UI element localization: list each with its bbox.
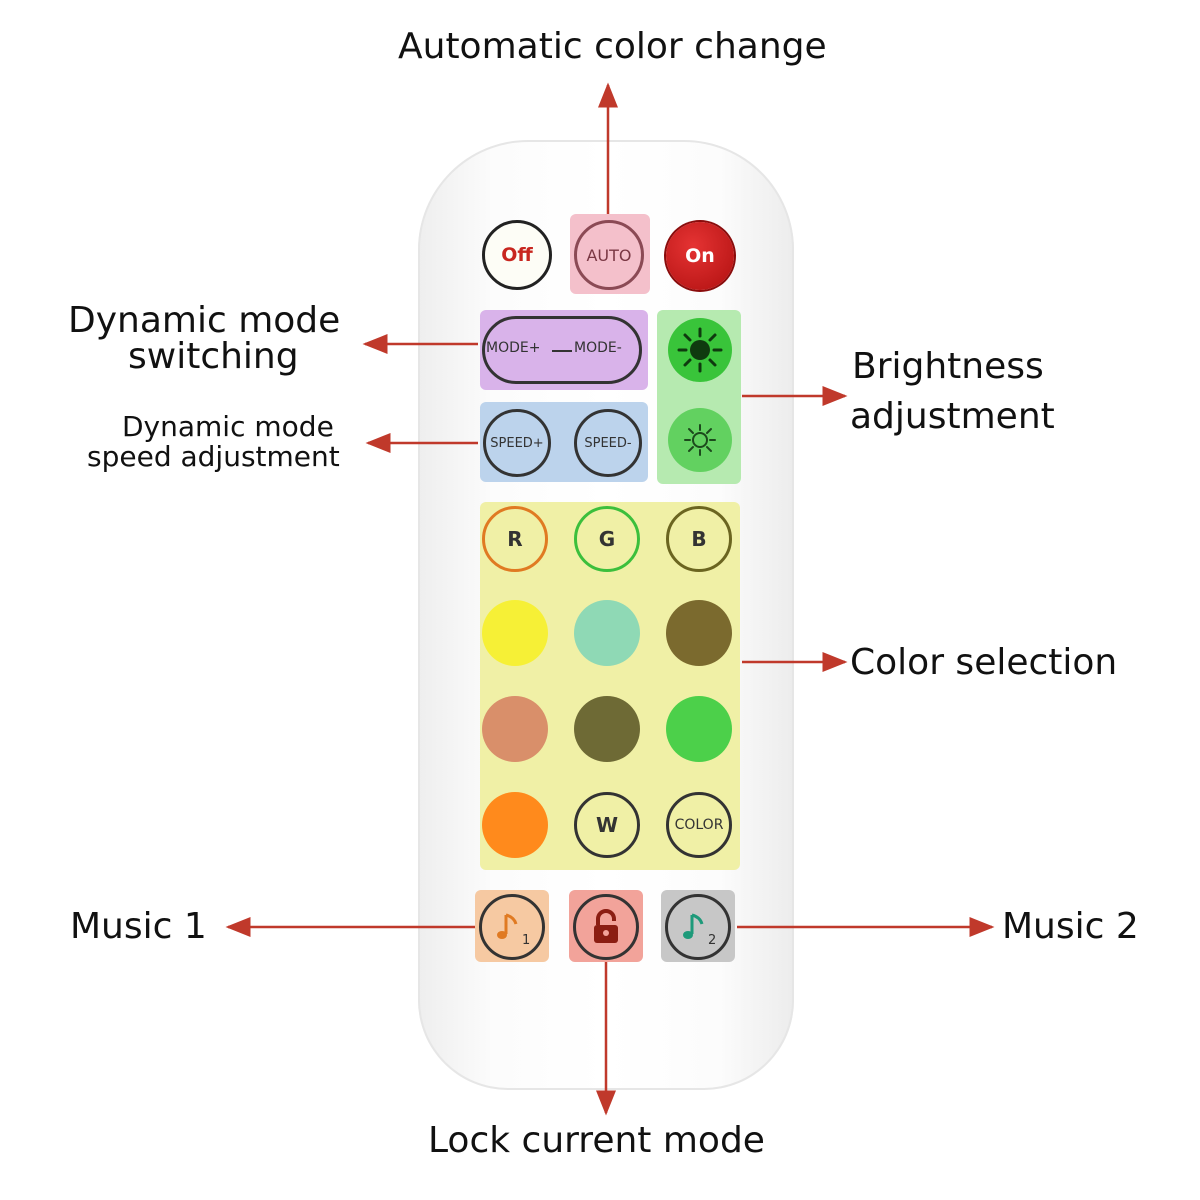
music1-number: 1 (522, 933, 531, 948)
color-swatch-dark-olive[interactable] (574, 696, 640, 762)
color-swatch-olive-brown[interactable] (666, 600, 732, 666)
speed-plus-button[interactable]: SPEED+ (483, 409, 551, 477)
sun-dim-icon (684, 424, 716, 456)
color-swatch-green[interactable] (666, 696, 732, 762)
sun-bright-icon (677, 327, 723, 373)
label-brightness-2: adjustment (850, 396, 1055, 437)
mode-minus-button[interactable]: MODE- (574, 340, 622, 356)
label-auto-color-change: Automatic color change (398, 26, 827, 67)
label-speed-adjust-1: Dynamic mode (122, 410, 334, 443)
label-lock-current-mode: Lock current mode (428, 1120, 765, 1161)
auto-button[interactable]: AUTO (574, 220, 644, 290)
off-button[interactable]: Off (482, 220, 552, 290)
label-color-selection: Color selection (850, 642, 1118, 683)
label-music2: Music 2 (1002, 906, 1139, 947)
music1-button[interactable]: 1 (479, 894, 545, 960)
mode-pill (482, 316, 642, 384)
label-music1: Music 1 (70, 906, 207, 947)
music-note-icon (683, 913, 704, 939)
white-button[interactable]: W (574, 792, 640, 858)
red-button[interactable]: R (482, 506, 548, 572)
label-dynamic-mode-switching-2: switching (128, 336, 299, 377)
brightness-up-button[interactable] (668, 318, 732, 382)
brightness-down-button[interactable] (668, 408, 732, 472)
blue-button[interactable]: B (666, 506, 732, 572)
label-speed-adjust-2: speed adjustment (87, 440, 340, 473)
padlock-icon (594, 909, 618, 943)
label-dynamic-mode-switching-1: Dynamic mode (68, 300, 341, 341)
color-cycle-button[interactable]: COLOR (666, 792, 732, 858)
mode-plus-button[interactable]: MODE+ (486, 340, 541, 356)
on-button[interactable]: On (666, 222, 734, 290)
music2-button[interactable]: 2 (665, 894, 731, 960)
mode-divider (552, 350, 572, 352)
music2-number: 2 (708, 933, 717, 948)
speed-minus-button[interactable]: SPEED- (574, 409, 642, 477)
lock-button[interactable] (573, 894, 639, 960)
music-note-icon (497, 913, 518, 939)
green-button[interactable]: G (574, 506, 640, 572)
color-swatch-yellow[interactable] (482, 600, 548, 666)
color-swatch-mint[interactable] (574, 600, 640, 666)
label-brightness-1: Brightness (852, 346, 1044, 387)
color-swatch-orange[interactable] (482, 792, 548, 858)
color-swatch-salmon[interactable] (482, 696, 548, 762)
